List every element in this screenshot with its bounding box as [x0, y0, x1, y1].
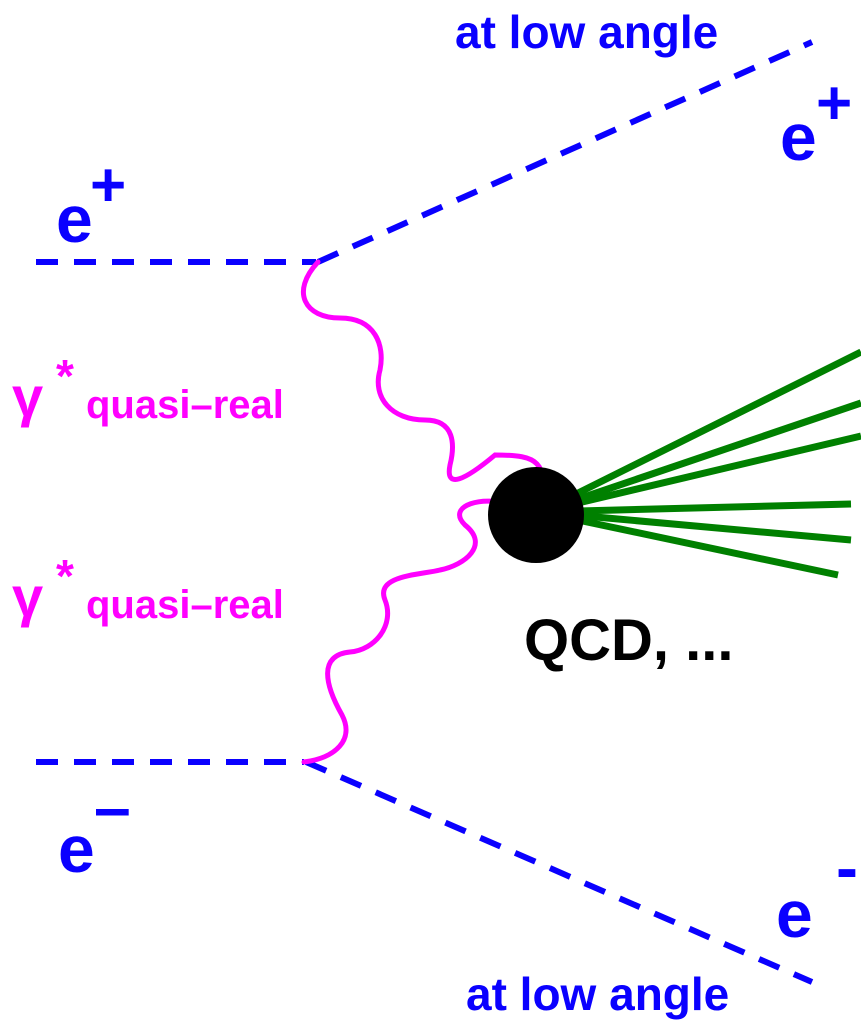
vertex-label: QCD, ...	[524, 608, 733, 673]
outgoing-positron-label: e +	[780, 69, 852, 174]
hadron-line-5	[539, 508, 852, 544]
upper-photon-symbol: γ	[12, 365, 43, 428]
outgoing-electron-line	[304, 759, 814, 985]
incoming-electron-label: e –	[58, 770, 131, 886]
incoming-electron-base: e	[58, 812, 95, 886]
outgoing-positron-charge: +	[816, 69, 852, 138]
upper-photon-subscript: quasi–real	[86, 383, 284, 427]
lower-photon-label: γ * quasi–real	[12, 550, 284, 628]
top-annotation: at low angle	[455, 6, 718, 58]
outgoing-electron-charge: -	[836, 830, 858, 904]
incoming-positron-charge: +	[90, 151, 126, 220]
hadron-jets	[538, 348, 861, 579]
lower-photon-star: *	[56, 550, 74, 602]
outgoing-electron-label: e -	[776, 830, 858, 951]
outgoing-positron-line	[316, 39, 814, 265]
upper-photon-star: *	[56, 350, 74, 402]
bottom-annotation: at low angle	[466, 968, 729, 1020]
upper-photon-line	[300, 259, 548, 508]
outgoing-positron-base: e	[780, 100, 817, 174]
lower-photon-subscript: quasi–real	[86, 583, 284, 627]
interaction-vertex	[488, 467, 584, 563]
outgoing-electron-base: e	[776, 877, 813, 951]
hadron-line-3	[539, 432, 861, 516]
hadron-line-2	[538, 399, 861, 516]
lower-photon-symbol: γ	[12, 565, 43, 628]
upper-photon-label: γ * quasi–real	[12, 350, 284, 428]
hadron-line-6	[539, 508, 839, 579]
incoming-positron-base: e	[56, 182, 93, 256]
lepton-lines	[36, 39, 814, 985]
hadron-line-4	[539, 500, 852, 516]
lower-photon-line	[301, 498, 513, 765]
hadron-line-1	[538, 348, 861, 516]
photon-lines	[300, 259, 548, 765]
incoming-positron-label: e +	[56, 151, 126, 256]
incoming-electron-charge: –	[94, 770, 131, 844]
